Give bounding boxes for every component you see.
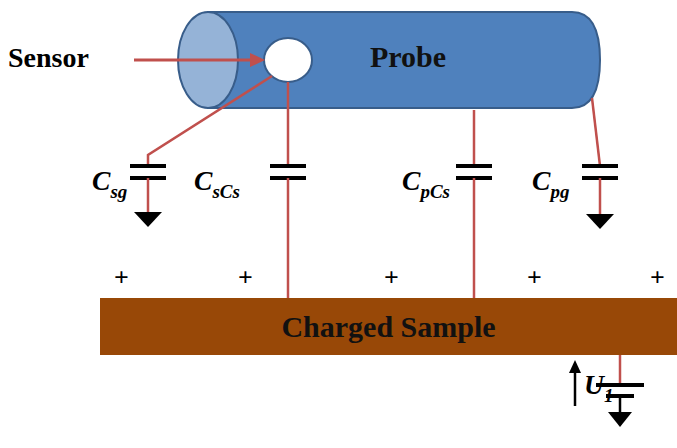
capacitance-label: CpCs [402,166,450,203]
node-title: Probe [348,40,468,74]
capacitor-pg [582,98,618,229]
voltage-source [569,355,644,427]
capacitance-label: Csg [92,166,127,203]
sample-block: Charged Sample [100,298,677,355]
capacitor-sCs [270,82,306,298]
charge-sign: + [114,264,129,293]
voltage-label: U1 [584,370,613,407]
capacitance-label: CsCs [194,166,240,203]
node-title: Charged Sample [281,310,495,344]
probe-cylinder: Probe [176,10,602,110]
sensor-element [264,38,312,82]
charge-sign: + [650,264,665,293]
charge-sign: + [384,264,399,293]
capacitor-connector [456,110,492,298]
capacitance-label: Cpg [532,166,569,203]
sensor-label: Sensor [8,43,89,74]
charge-sign: + [527,264,542,293]
charge-sign: + [238,264,253,293]
